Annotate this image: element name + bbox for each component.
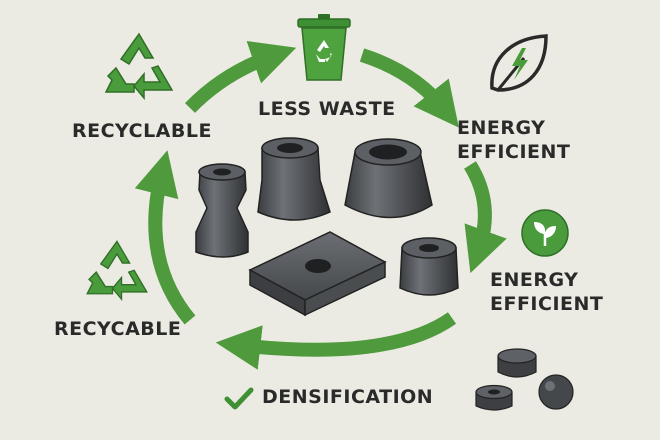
label-energy-mid-line1: ENERGY <box>490 269 579 291</box>
label-energy-top-line2: EFFICIENT <box>457 141 571 163</box>
arrow-energy-to-densification <box>215 312 457 370</box>
tapered-part <box>257 137 331 221</box>
checkmark-icon <box>224 387 254 410</box>
label-energy-efficient-mid: ENERGY EFFICIENT <box>490 268 603 316</box>
small-cylinder-part <box>399 237 459 296</box>
arrow-recyclable-to-waste <box>184 41 297 113</box>
arrow-waste-to-energy <box>359 48 459 128</box>
label-recyclable: RECYCLABLE <box>72 120 212 142</box>
label-densification: DENSIFICATION <box>262 386 434 408</box>
recycle-symbol-icon <box>86 240 148 302</box>
label-energy-efficient-top: ENERGY EFFICIENT <box>457 116 570 164</box>
label-less-waste: LESS WASTE <box>258 98 396 120</box>
recycle-bin-icon <box>297 14 351 81</box>
pellets-group <box>475 348 574 411</box>
leaf-lightning-icon <box>490 34 548 92</box>
label-energy-top-line1: ENERGY <box>457 117 546 139</box>
large-ring-part <box>344 138 433 219</box>
label-recycable: RECYCABLE <box>54 318 182 340</box>
arrow-energy-to-energy <box>463 161 507 274</box>
leaf-circle-icon <box>521 209 569 257</box>
plate-part <box>248 231 387 317</box>
label-energy-mid-line2: EFFICIENT <box>490 293 604 315</box>
recycle-symbol-icon <box>104 32 174 101</box>
bottle-part <box>195 163 249 258</box>
arrow-recycable-to-recyclable <box>134 150 196 325</box>
